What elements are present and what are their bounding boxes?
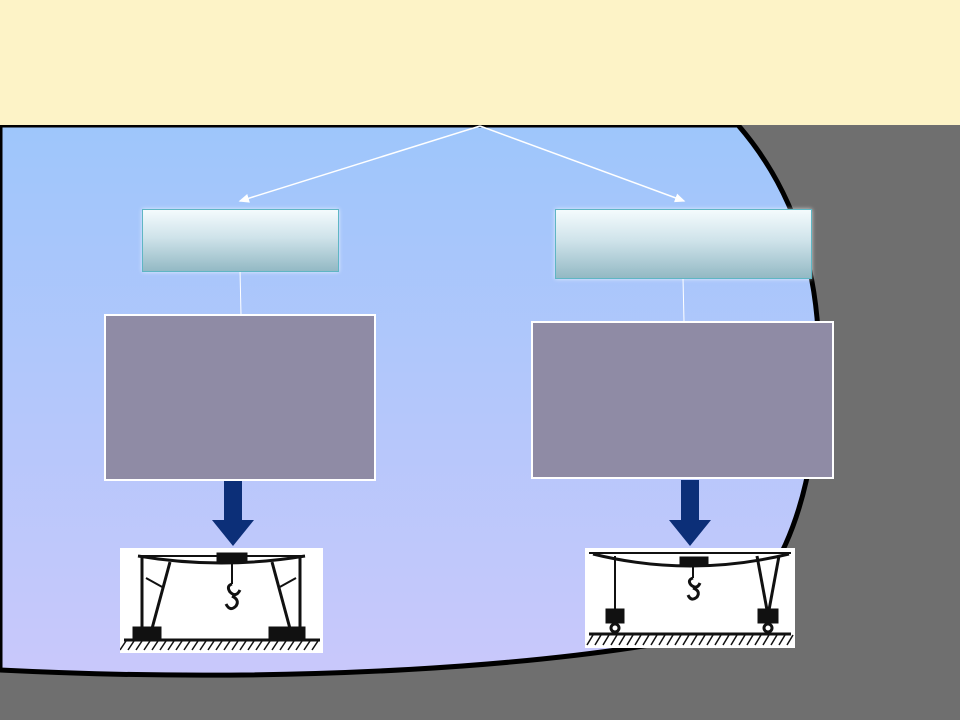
gantry-crane-illustration (120, 548, 323, 653)
gantry-crane-icon (120, 548, 323, 653)
left-branch-label (142, 209, 339, 272)
left-description-box (104, 314, 376, 481)
semi-gantry-crane-illustration (585, 548, 795, 648)
right-description-box (531, 321, 834, 479)
semi-gantry-crane-icon (585, 548, 795, 648)
right-branch-label (555, 209, 812, 279)
title-band (0, 0, 960, 125)
